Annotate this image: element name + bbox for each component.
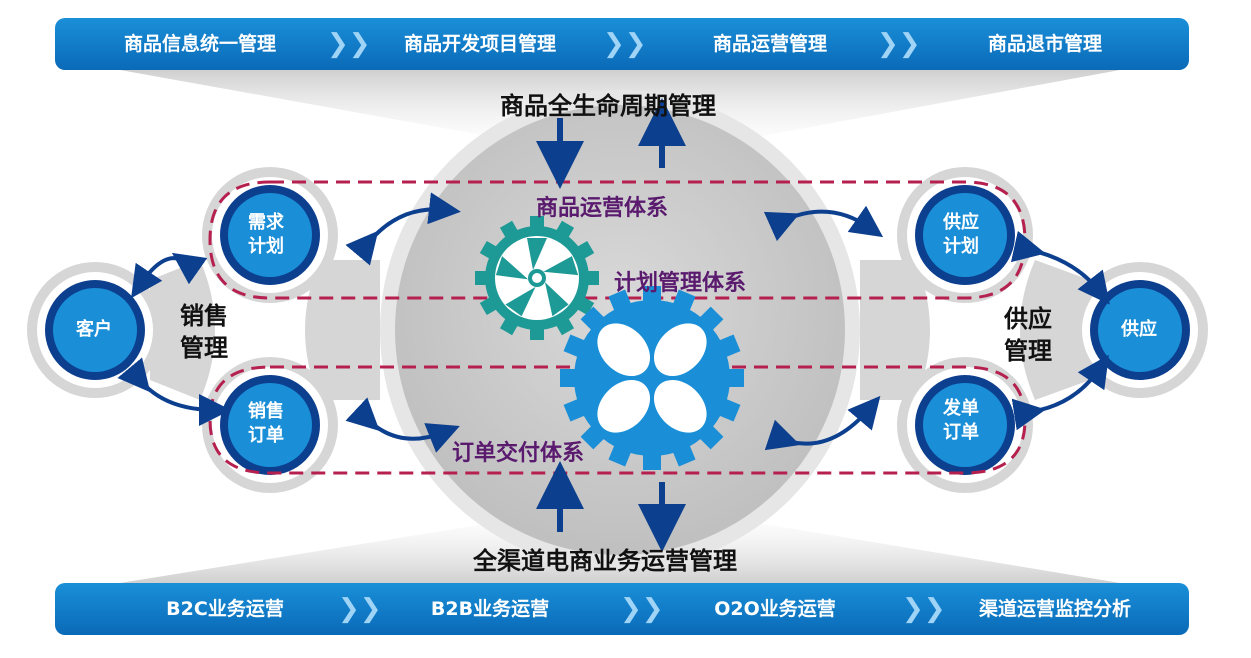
demand-plan-line-2: 计划 [248,236,284,257]
sales-order-node: 销售 订单 [248,400,284,448]
top-bar-item-3: 商品运营管理 [712,33,827,55]
supply-management-line-1: 供应 [1004,305,1052,333]
top-bar-item-2: 商品开发项目管理 [403,33,556,55]
order-delivery-system-label: 订单交付体系 [452,441,585,466]
supply-plan-line-1: 供应 [943,212,979,233]
supply-management-label: 供应 管理 [1004,303,1052,367]
customer-line-1: 客户 [76,319,112,340]
lifecycle-title: 商品全生命周期管理 [500,92,716,120]
sales-management-label: 销售 管理 [180,300,228,364]
teal-gear [475,216,599,340]
top-bar-item-1: 商品信息统一管理 [123,33,276,55]
product-ops-system-label: 商品运营体系 [536,196,669,221]
node-circles [45,185,1190,475]
sales-order-line-1: 销售 [248,401,284,422]
supply-line-1: 供应 [1121,319,1157,340]
chevron-right-icon: ❯❯ [327,29,371,59]
planning-system-label: 计划管理体系 [614,271,747,296]
blue-gear [560,286,744,470]
supply-plan-line-2: 计划 [943,236,979,257]
sales-management-line-2: 管理 [180,334,228,362]
chevron-right-icon: ❯❯ [877,29,921,59]
dispatch-order-line-1: 发单 [943,398,979,419]
bottom-channel-bar: B2C业务运营 ❯❯ B2B业务运营 ❯❯ O2O业务运营 ❯❯ 渠道运营监控分… [55,583,1189,635]
dispatch-order-node: 发单 订单 [943,397,979,445]
bottom-bar-item-3: O2O业务运营 [714,598,836,620]
bottom-bar-item-1: B2C业务运营 [166,598,284,620]
chevron-right-icon: ❯❯ [603,29,647,59]
curved-arrows [117,192,1110,453]
dispatch-order-line-2: 订单 [943,422,979,443]
omnichannel-title: 全渠道电商业务运营管理 [473,547,737,575]
supply-plan-node: 供应 计划 [943,211,979,259]
chevron-right-icon: ❯❯ [620,594,664,624]
sales-management-line-1: 销售 [180,302,228,330]
sales-order-line-2: 订单 [248,425,284,446]
chevron-right-icon: ❯❯ [338,594,382,624]
supply-node: 供应 [1121,318,1157,342]
demand-plan-node: 需求 计划 [248,211,284,259]
vertical-arrows [536,98,686,552]
customer-node: 客户 [76,318,112,342]
chevron-right-icon: ❯❯ [902,594,946,624]
top-process-bar: 商品信息统一管理 ❯❯ 商品开发项目管理 ❯❯ 商品运营管理 ❯❯ 商品退市管理 [55,18,1189,70]
demand-plan-line-1: 需求 [248,212,284,233]
supply-management-line-2: 管理 [1004,337,1052,365]
bottom-bar-item-2: B2B业务运营 [430,598,550,620]
bottom-bar-item-4: 渠道运营监控分析 [978,598,1131,620]
top-bar-item-4: 商品退市管理 [987,33,1102,55]
